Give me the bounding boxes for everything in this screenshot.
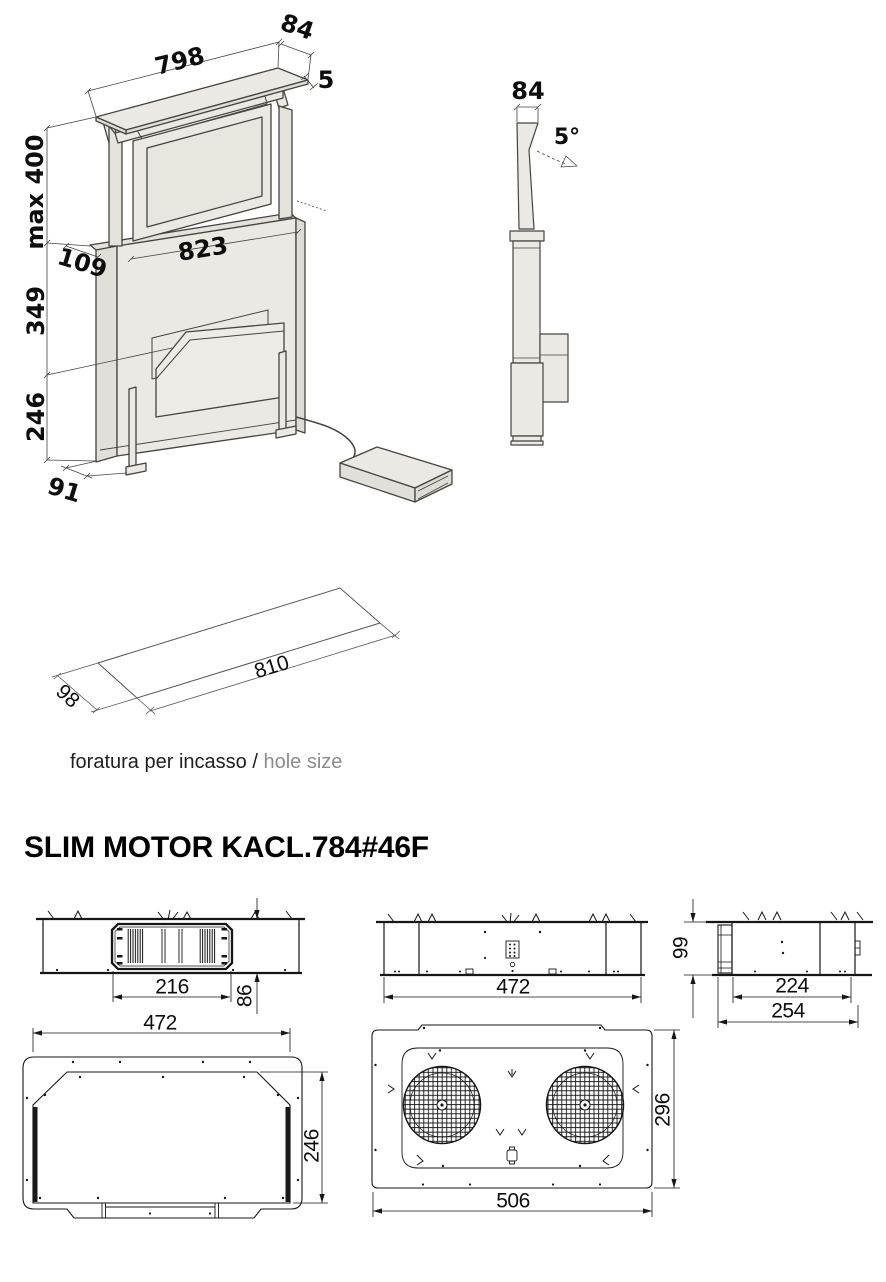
dim-panel-height: 246 [301, 1129, 324, 1163]
mounting-rails [125, 350, 297, 476]
dim-99-lines [684, 899, 712, 1018]
dim-top-depth: 84 [277, 8, 318, 45]
motor-front-view: 216 86 [36, 898, 305, 1014]
hole-size-caption: foratura per incasso / hole size [70, 751, 342, 774]
installation-side-view: 84 5° [509, 77, 580, 446]
dim-top-width: 798 [152, 41, 207, 80]
top-cover-board [95, 67, 309, 135]
cable-connector [505, 940, 520, 968]
side-gasket-right [285, 1107, 290, 1202]
dim-flange-depth: 224 [775, 975, 809, 998]
internal-motor-box [155, 322, 285, 418]
dim-cover-thickness: 5 [318, 66, 335, 94]
bottom-slot [465, 968, 474, 975]
bottom-bracket [101, 1203, 219, 1218]
dim-hole-length: 810 [252, 651, 292, 683]
mounting-tabs [387, 912, 637, 924]
dim-max-height: max 400 [21, 134, 49, 249]
side-tab [854, 940, 861, 956]
power-cable [295, 416, 356, 459]
bottom-slot [548, 968, 557, 975]
motor-section-title: SLIM MOTOR KACL.784#46F [24, 831, 429, 864]
dim-panel-width: 472 [143, 1012, 177, 1035]
dim-top-view-height: 296 [652, 1093, 675, 1127]
glass-panel [132, 103, 272, 242]
side-dimension-lines [513, 103, 578, 168]
dim-224-lines [732, 977, 852, 1003]
mounting-tabs [742, 910, 864, 921]
dim-total-depth: 254 [771, 1000, 805, 1023]
hole-dimension-lines [51, 622, 401, 715]
hole-caption-separator: / [252, 751, 258, 773]
hole-caption-english: hole size [263, 751, 343, 773]
dim-plenum-width: 472 [496, 976, 530, 999]
dim-top-view-width: 506 [496, 1190, 530, 1213]
dim-246-lines [260, 1071, 328, 1204]
side-gasket-left [33, 1107, 38, 1202]
screw-dots [754, 940, 846, 973]
fan-grille-left [402, 1065, 482, 1145]
hole-size-view: 810 98 [51, 587, 401, 715]
screw-dots [25, 1060, 300, 1215]
air-outlet-grille [110, 922, 234, 971]
motor-top-view: 506 296 [371, 1024, 680, 1217]
dim-86-lines [254, 898, 260, 1014]
dim-side-depth: 84 [511, 77, 544, 105]
dim-foot-depth: 91 [44, 472, 84, 509]
dim-506-lines [372, 1192, 653, 1217]
motor-side-view: 99 224 254 [670, 899, 873, 1028]
hole-caption-italian: foratura per incasso [70, 751, 247, 773]
iso-dimension-lines [43, 38, 319, 480]
duct-collar [717, 924, 733, 974]
dim-outlet-width: 216 [155, 976, 189, 999]
power-supply-box [339, 446, 453, 503]
hole-outline [97, 587, 382, 699]
screw-dots [374, 1026, 649, 1186]
dim-254-lines [717, 977, 859, 1028]
dim-hole-width: 98 [51, 680, 84, 713]
orientation-marks [387, 1052, 640, 1166]
dim-296-lines [654, 1029, 680, 1189]
dim-tilt-angle: 5° [554, 125, 580, 150]
dim-front-height: 86 [234, 985, 257, 1007]
motor-plenum-view: 472 [376, 912, 648, 1003]
dim-216-lines [112, 971, 232, 1002]
motor-back-panel-view: 472 246 [22, 1012, 328, 1219]
screw-dots [55, 968, 287, 972]
dim-side-height: 99 [670, 937, 693, 959]
dim-lower-height: 246 [22, 392, 50, 442]
fan-grille-right [545, 1065, 625, 1145]
dim-472-lines [32, 1028, 291, 1052]
dim-upper-height: 349 [22, 286, 50, 336]
center-connector [506, 1146, 518, 1165]
screw-dots [394, 930, 619, 973]
installation-isometric-view: 798 84 5 max 400 109 823 349 246 91 [21, 8, 453, 509]
grille-slots [117, 928, 227, 965]
dim-472-lines [383, 977, 642, 1003]
